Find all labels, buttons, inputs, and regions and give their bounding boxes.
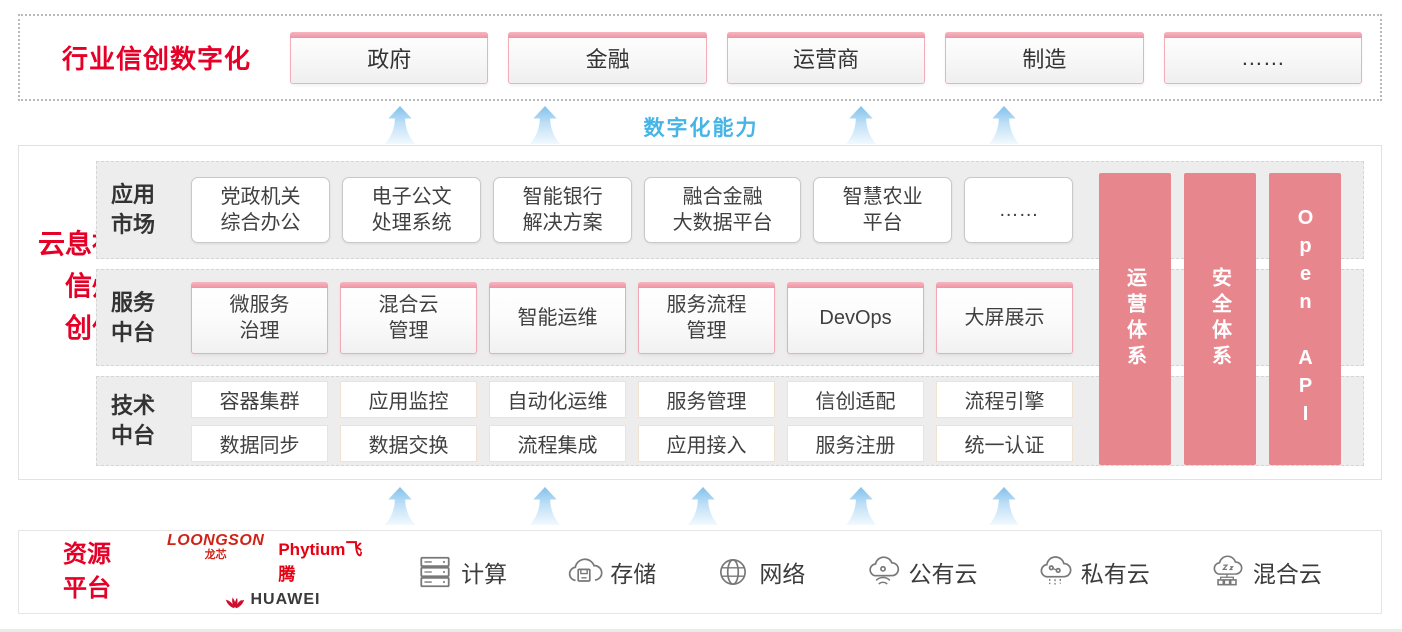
network-icon [720,559,747,585]
resource-item-label: 公有云 [908,561,978,587]
tech-cards-line2: 数据同步 数据交换 流程集成 应用接入 服务注册 统一认证 [191,424,1073,462]
tech-card: 应用监控 [340,380,477,418]
up-arrow-icon [988,487,1020,525]
tech-card: 服务注册 [787,424,924,462]
industry-card-manufacturing: 制造 [945,31,1145,84]
app-card-more: …… [964,177,1074,243]
loongson-logo-cn: 龙芯 [204,549,227,561]
resource-items: 计算 存储 网络 [377,553,1381,591]
service-card: 大屏展示 [936,281,1073,354]
digital-capability-label: 数字化能力 [643,117,759,140]
industry-card-row: 政府 金融 运营商 制造 …… [290,31,1363,84]
resource-platform-label: 资源 平台 [63,541,111,602]
app-market-row: 应用 市场 党政机关 综合办公 电子公文 处理系统 智能银行 解决方案 融合金融… [96,161,1364,259]
resource-item-label: 存储 [610,561,657,587]
resource-item-compute: 计算 [416,553,507,591]
tech-cards-line1: 容器集群 应用监控 自动化运维 服务管理 信创适配 流程引擎 [191,380,1073,418]
tech-middle-platform-row: 技术 中台 容器集群 应用监控 自动化运维 服务管理 信创适配 流程引擎 数据同… [96,376,1364,466]
tech-card: 数据交换 [340,424,477,462]
tech-card: 自动化运维 [489,380,626,418]
vendor-logos-top: LOONGSON 龙芯 Phytium飞腾 [167,533,377,585]
industry-card-operator: 运营商 [726,31,926,84]
resource-item-label: 混合云 [1252,561,1322,587]
resource-item-label: 计算 [461,561,508,587]
compute-icon [420,556,450,588]
tech-card: 服务管理 [638,380,775,418]
loongson-logo-text: LOONGSON [167,532,265,549]
industry-card-government: 政府 [290,31,489,84]
app-market-row-label: 应用 市场 [111,182,156,237]
service-middle-platform-row: 服务 中台 微服务 治理 混合云 管理 智能运维 服务流程 管理 DevOps … [96,269,1364,366]
tech-card: 应用接入 [638,424,775,462]
tech-card: 信创适配 [787,380,924,418]
resource-item-network: 网络 [714,553,805,591]
app-card: 党政机关 综合办公 [191,177,331,243]
app-card: 智能银行 解决方案 [493,177,633,243]
tech-row-label: 技术 中台 [111,393,156,448]
industry-card-finance: 金融 [508,31,708,84]
tech-card: 数据同步 [191,424,328,462]
resource-platform-section: 资源 平台 LOONGSON 龙芯 Phytium飞腾 HUAWEI [18,530,1382,614]
huawei-logo: HUAWEI [224,589,321,611]
pillar-open-api: Open API [1269,173,1341,465]
industry-section: 行业信创数字化 政府 金融 运营商 制造 …… [18,14,1382,101]
service-cards: 微服务 治理 混合云 管理 智能运维 服务流程 管理 DevOps 大屏展示 [191,281,1073,354]
service-row-label: 服务 中台 [111,289,156,345]
industry-section-title: 行业信创数字化 [62,44,252,74]
resource-item-hybrid-cloud: 混合云 [1208,553,1322,591]
tech-cards: 容器集群 应用监控 自动化运维 服务管理 信创适配 流程引擎 数据同步 数据交换… [191,380,1073,462]
platform-section: 神州信息信创云 应用 市场 党政机关 综合办公 电子公文 处理系统 智能银行 解… [18,145,1382,480]
service-card: 微服务 治理 [191,281,328,354]
vendor-logos: LOONGSON 龙芯 Phytium飞腾 HUAWEI [167,533,377,611]
loongson-logo: LOONGSON 龙芯 [167,533,264,561]
up-arrow-icon [529,487,561,525]
app-market-cards: 党政机关 综合办公 电子公文 处理系统 智能银行 解决方案 融合金融 大数据平台… [191,177,1074,243]
public-cloud-icon [868,556,899,585]
app-card: 电子公文 处理系统 [342,177,482,243]
tech-card: 容器集群 [191,380,328,418]
huawei-logo-text: HUAWEI [250,591,321,608]
up-arrow-icon [384,106,416,144]
up-arrow-icon [529,106,561,144]
app-card: 智慧农业 平台 [813,177,953,243]
storage-icon [569,558,603,582]
phytium-logo: Phytium飞腾 [278,540,363,584]
resource-item-storage: 存储 [565,553,656,591]
up-arrow-icon [845,487,877,525]
up-arrow-icon [845,106,877,144]
pillar-operations-system: 运营体系 [1099,173,1171,465]
service-card: DevOps [787,281,924,354]
pillar-security-system: 安全体系 [1184,173,1256,465]
huawei-flower-icon [225,597,244,609]
tech-card: 流程引擎 [936,380,1073,418]
hybrid-cloud-icon [1213,555,1243,586]
resource-item-label: 私有云 [1080,561,1150,587]
service-card: 智能运维 [489,281,626,354]
tech-card: 流程集成 [489,424,626,462]
service-card: 混合云 管理 [340,281,477,354]
resource-item-public-cloud: 公有云 [864,553,978,591]
industry-card-more: …… [1163,31,1363,84]
resource-item-private-cloud: 私有云 [1036,553,1150,591]
app-card: 融合金融 大数据平台 [644,177,802,243]
tech-card: 统一认证 [936,424,1073,462]
service-card: 服务流程 管理 [638,281,775,354]
private-cloud-icon [1040,556,1072,585]
up-arrow-icon [687,487,719,525]
up-arrow-icon [988,106,1020,144]
page-bottom-divider [0,629,1402,632]
resource-item-label: 网络 [759,561,806,587]
up-arrow-icon [384,487,416,525]
